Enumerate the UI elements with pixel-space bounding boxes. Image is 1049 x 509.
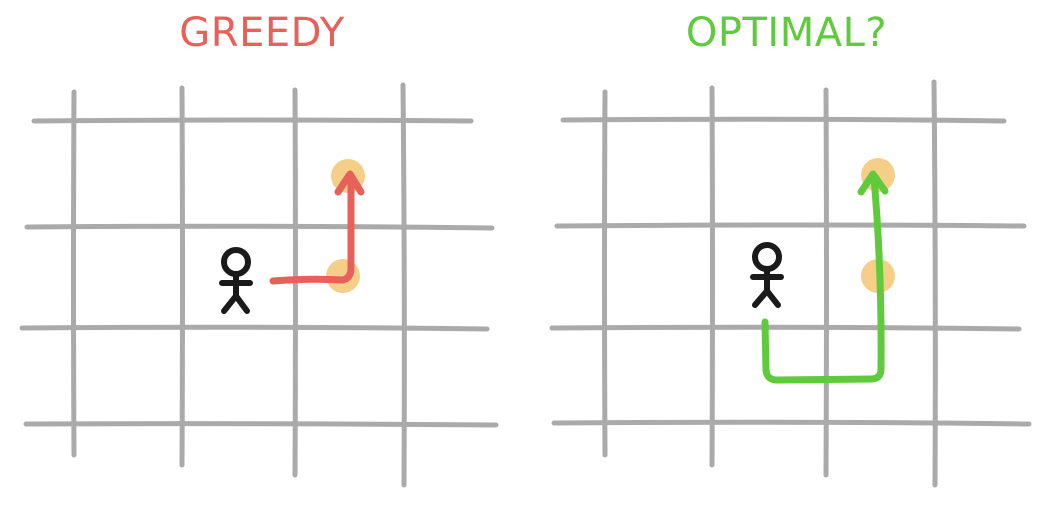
- grid-line-h3: [19, 324, 490, 332]
- optimal-arrow-icon: [761, 170, 889, 384]
- grid-line-v1: [71, 89, 77, 458]
- grid-lines: [19, 82, 499, 488]
- greedy-panel: GREEDY: [0, 0, 524, 509]
- optimal-panel: OPTIMAL?: [524, 0, 1049, 509]
- greedy-title: GREEDY: [179, 10, 345, 56]
- greedy-grid-svg: [19, 82, 499, 488]
- greedy-arrow-icon: [269, 170, 365, 285]
- optimal-title: OPTIMAL?: [685, 10, 888, 56]
- grid-line-v2: [179, 85, 185, 468]
- grid-line-h1: [31, 117, 474, 124]
- grid-line-h3: [549, 324, 1022, 332]
- stick-figure-icon: [219, 247, 253, 314]
- grid-line-v1: [602, 89, 608, 458]
- stick-figure-icon: [750, 242, 784, 308]
- grid-line-h1: [560, 116, 1007, 124]
- grid-line-h2: [24, 223, 495, 231]
- grid-line-h4: [551, 419, 1032, 427]
- optimal-grid-svg: [549, 79, 1032, 488]
- grid-line-v4: [931, 79, 938, 488]
- grid-line-h4: [23, 421, 499, 428]
- grid-line-v2: [709, 85, 715, 468]
- grid-lines: [549, 79, 1032, 488]
- grid-line-v3: [823, 87, 829, 478]
- grid-line-h2: [554, 222, 1027, 229]
- grid-line-v4: [400, 82, 407, 488]
